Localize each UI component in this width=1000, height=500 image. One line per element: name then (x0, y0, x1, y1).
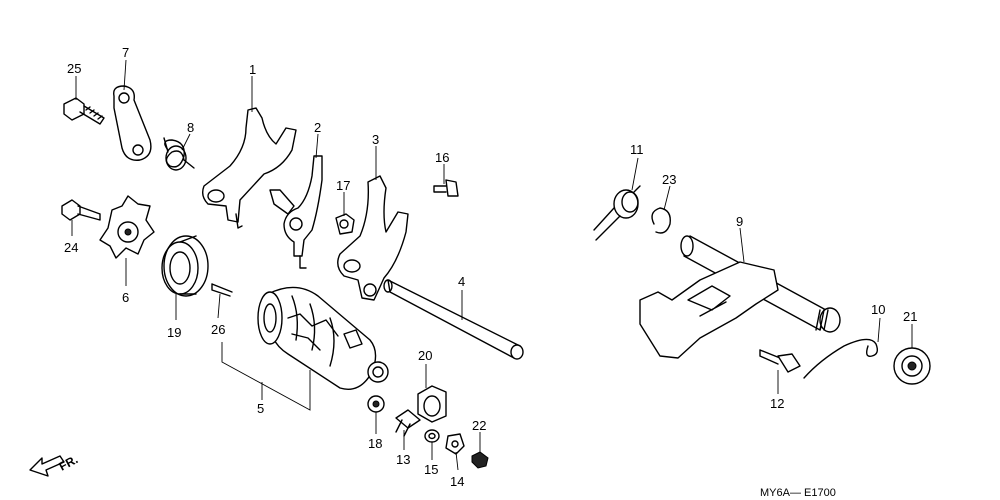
label-17: 17 (336, 178, 350, 193)
label-26: 26 (211, 322, 225, 337)
label-5: 5 (257, 401, 264, 416)
label-23: 23 (662, 172, 676, 187)
label-20: 20 (418, 348, 432, 363)
part-5-shift-drum (257, 286, 389, 390)
part-2-shift-fork (269, 155, 323, 269)
part-22-nut (471, 451, 489, 469)
label-7: 7 (122, 45, 129, 60)
label-4: 4 (458, 274, 465, 289)
label-18: 18 (368, 436, 382, 451)
label-11: 11 (630, 142, 644, 157)
part-24-bolt (61, 199, 101, 221)
part-21-oil-seal (893, 347, 931, 385)
part-15-washer (424, 429, 440, 443)
part-9-gearshift-spindle (639, 235, 841, 359)
leader-lines (71, 59, 913, 471)
label-3: 3 (372, 132, 379, 147)
label-19: 19 (167, 325, 181, 340)
part-13-neutral-switch (395, 409, 421, 437)
part-6-star-plate (99, 195, 155, 259)
label-12: 12 (770, 396, 784, 411)
part-20-collar (417, 385, 447, 423)
part-23-circlip (651, 207, 671, 234)
part-8-spring (163, 137, 195, 171)
part-26-pin (211, 283, 233, 297)
part-7-stopper-arm (113, 85, 152, 161)
part-11-return-spring (593, 185, 641, 241)
label-1: 1 (249, 62, 256, 77)
part-number-labels: 25 7 8 1 2 3 16 17 24 6 19 26 4 5 20 18 … (64, 45, 917, 489)
label-21: 21 (903, 309, 917, 324)
label-13: 13 (396, 452, 410, 467)
label-14: 14 (450, 474, 464, 489)
part-17-pin (335, 213, 355, 235)
part-16-bolt (433, 179, 459, 197)
drawing-code: MY6A— E1700 (760, 487, 836, 499)
label-6: 6 (122, 290, 129, 305)
part-1-shift-fork (201, 107, 297, 229)
label-25: 25 (67, 61, 81, 76)
front-direction-marker: FR. (29, 452, 80, 477)
label-24: 24 (64, 240, 78, 255)
label-16: 16 (435, 150, 449, 165)
part-18-washer (367, 395, 385, 413)
label-2: 2 (314, 120, 321, 135)
label-8: 8 (187, 120, 194, 135)
part-4-fork-shaft (383, 279, 524, 360)
label-9: 9 (736, 214, 743, 229)
part-19-bearing (161, 235, 209, 297)
label-22: 22 (472, 418, 486, 433)
label-10: 10 (871, 302, 885, 317)
part-25-bolt (63, 97, 105, 125)
part-14-clip (445, 433, 465, 455)
part-12-bolt (759, 349, 801, 373)
part-10-wire-clip (803, 338, 879, 379)
label-15: 15 (424, 462, 438, 477)
part-3-shift-fork (337, 175, 409, 301)
